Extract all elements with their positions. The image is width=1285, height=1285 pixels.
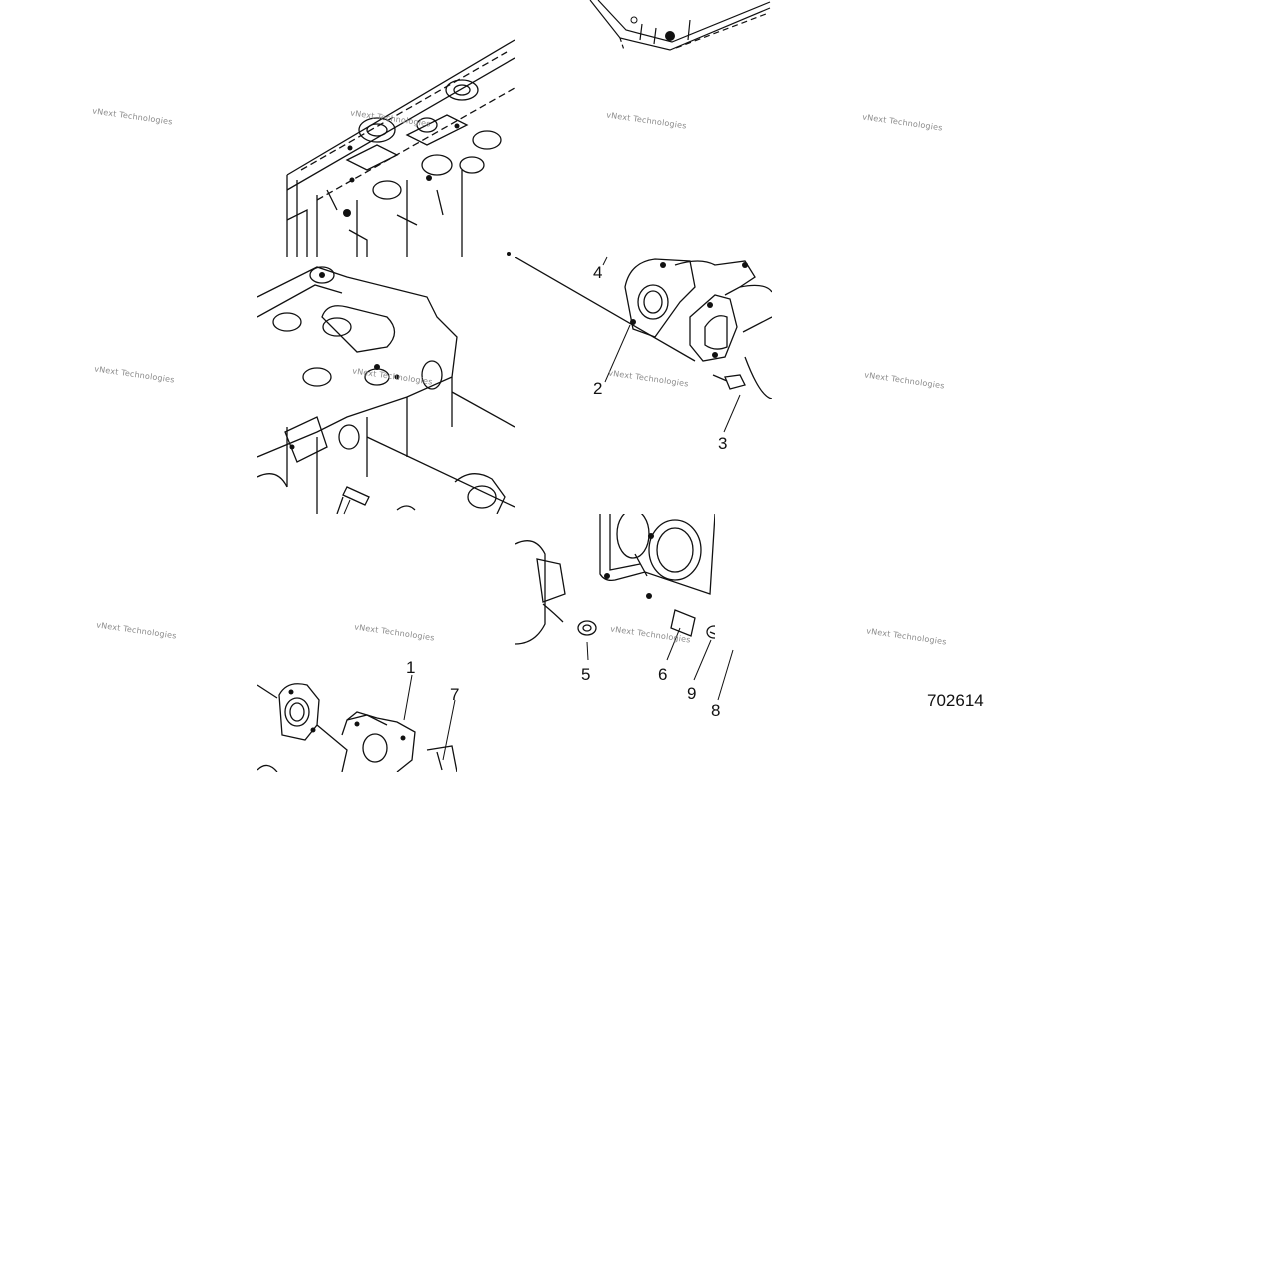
diagram-tile-cylinder-head-lower <box>257 257 515 514</box>
callout-4: 4 <box>593 263 603 282</box>
diagram-tile-exhaust-manifold <box>515 257 772 399</box>
callout-8: 8 <box>711 701 721 720</box>
callout-6: 6 <box>658 665 668 684</box>
diagram-tile-hardware <box>515 514 715 656</box>
diagram-tile-manifold-lower <box>257 680 457 772</box>
callout-5: 5 <box>581 665 591 684</box>
callout-3: 3 <box>718 434 728 453</box>
callout-7: 7 <box>450 685 460 704</box>
diagram-tile-cylinder-head-upper <box>257 30 515 257</box>
callout-1: 1 <box>406 658 416 677</box>
callout-2: 2 <box>593 379 603 398</box>
figure-number: 702614 <box>927 691 984 710</box>
diagram-tile-top <box>580 0 772 52</box>
callout-9: 9 <box>687 684 697 703</box>
